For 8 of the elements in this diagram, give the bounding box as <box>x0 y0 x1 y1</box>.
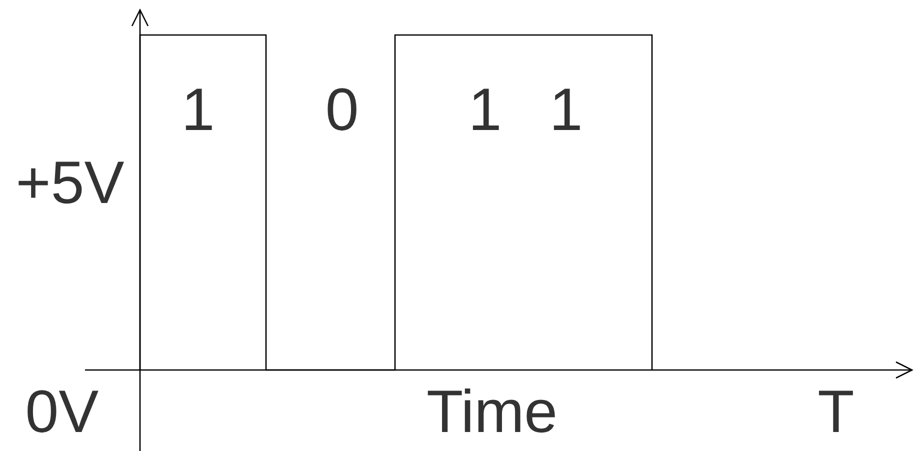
voltage-label: 0V <box>25 382 99 442</box>
bit-value: 1 <box>549 80 583 140</box>
bit-value: 1 <box>468 80 502 140</box>
axis-title: Time <box>426 382 558 442</box>
voltage-label: +5V <box>16 153 124 213</box>
bit-value: 0 <box>325 80 359 140</box>
axis-label: T <box>818 382 854 442</box>
bit-value: 1 <box>181 80 215 140</box>
